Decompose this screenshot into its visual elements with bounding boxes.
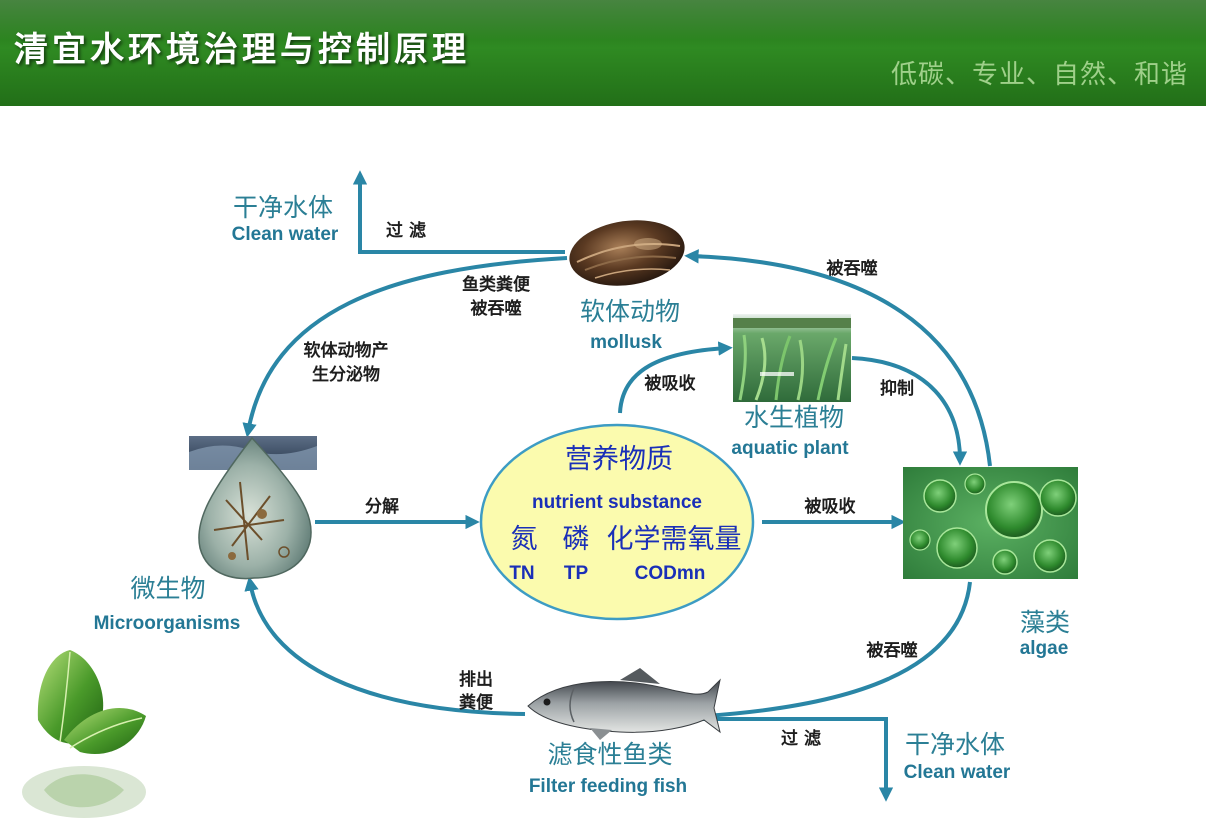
edge-label-absorbed-plant: 被吸收	[645, 373, 696, 394]
nutrient-item-cn-3: 化学需氧量	[607, 524, 742, 555]
algae-label-en: algae	[1020, 638, 1069, 659]
edge-label-mollusk-secretion-2: 生分泌物	[312, 364, 380, 385]
leaf-decoration	[22, 650, 146, 818]
mollusk-image	[569, 220, 685, 286]
clean-water-top-cn: 干净水体	[233, 193, 333, 222]
arrow-fish-to-microorganisms	[244, 576, 526, 716]
microorganisms-label-cn: 微生物	[130, 574, 205, 603]
edge-label-inhibit: 抑制	[880, 378, 914, 399]
edge-label-mollusk-secretion-1: 软体动物产	[304, 340, 389, 361]
edge-label-fish-feces-2: 被吞噬	[471, 298, 522, 319]
arrow-filter-bottom-clean-water	[702, 717, 894, 802]
microorganisms-image	[189, 436, 317, 580]
aquatic-plant-image	[733, 314, 851, 402]
clean-water-bottom-cn: 干净水体	[905, 730, 1005, 759]
aquatic-plant-label-en: aquatic plant	[731, 438, 849, 459]
clean-water-top-en: Clean water	[232, 224, 339, 245]
fish-label-en: Filter feeding fish	[529, 776, 687, 797]
fish-label-cn: 滤食性鱼类	[547, 740, 672, 769]
algae-image	[903, 467, 1078, 579]
nutrient-item-en-3: CODmn	[635, 563, 706, 584]
nutrient-item-en-1: TN	[509, 563, 534, 584]
edge-label-eaten-bottom-right: 被吞噬	[867, 640, 918, 661]
fish-image	[527, 668, 721, 740]
nutrient-title-en: nutrient substance	[532, 492, 702, 513]
header-bar: 清宜水环境治理与控制原理 低碳、专业、自然、和谐	[0, 0, 1206, 106]
page-title: 清宜水环境治理与控制原理	[14, 30, 470, 70]
nutrient-item-cn-2: 磷	[563, 524, 590, 555]
header-tagline: 低碳、专业、自然、和谐	[890, 60, 1188, 90]
nutrient-item-cn-1: 氮	[511, 524, 538, 555]
mollusk-label-en: mollusk	[590, 332, 662, 353]
arrow-nutrient-to-plant	[618, 341, 733, 414]
edge-label-absorbed-algae: 被吸收	[805, 496, 856, 517]
edge-label-eaten-top-right: 被吞噬	[827, 258, 878, 279]
edge-label-filter-bottom: 过 滤	[781, 728, 821, 749]
edge-label-filter-top: 过 滤	[386, 220, 426, 241]
aquatic-plant-label-cn: 水生植物	[744, 403, 844, 432]
clean-water-bottom-en: Clean water	[904, 762, 1011, 783]
arrow-algae-to-mollusk	[684, 249, 992, 467]
edge-label-excrete-2: 粪便	[459, 692, 494, 713]
nutrient-node: 营养物质 nutrient substance 氮 磷 化学需氧量 TN TP …	[479, 423, 755, 621]
cycle-arrows	[242, 170, 992, 802]
nutrient-ellipse	[479, 423, 755, 621]
arrow-algae-to-fish	[699, 581, 972, 723]
nutrient-title-cn: 营养物质	[565, 444, 673, 475]
edge-label-fish-feces-1: 鱼类粪便	[462, 274, 531, 295]
nutrient-item-en-2: TP	[564, 563, 589, 584]
arrow-plant-inhibit-algae	[851, 356, 968, 466]
mollusk-label-cn: 软体动物	[580, 297, 680, 326]
algae-label-cn: 藻类	[1020, 608, 1070, 637]
edge-label-excrete-1: 排出	[459, 669, 493, 690]
microorganisms-label-en: Microorganisms	[94, 613, 241, 634]
arrow-filter-top-clean-water	[352, 170, 565, 254]
arrow-mollusk-to-microorganisms	[242, 256, 568, 438]
edge-label-decompose: 分解	[365, 496, 399, 517]
